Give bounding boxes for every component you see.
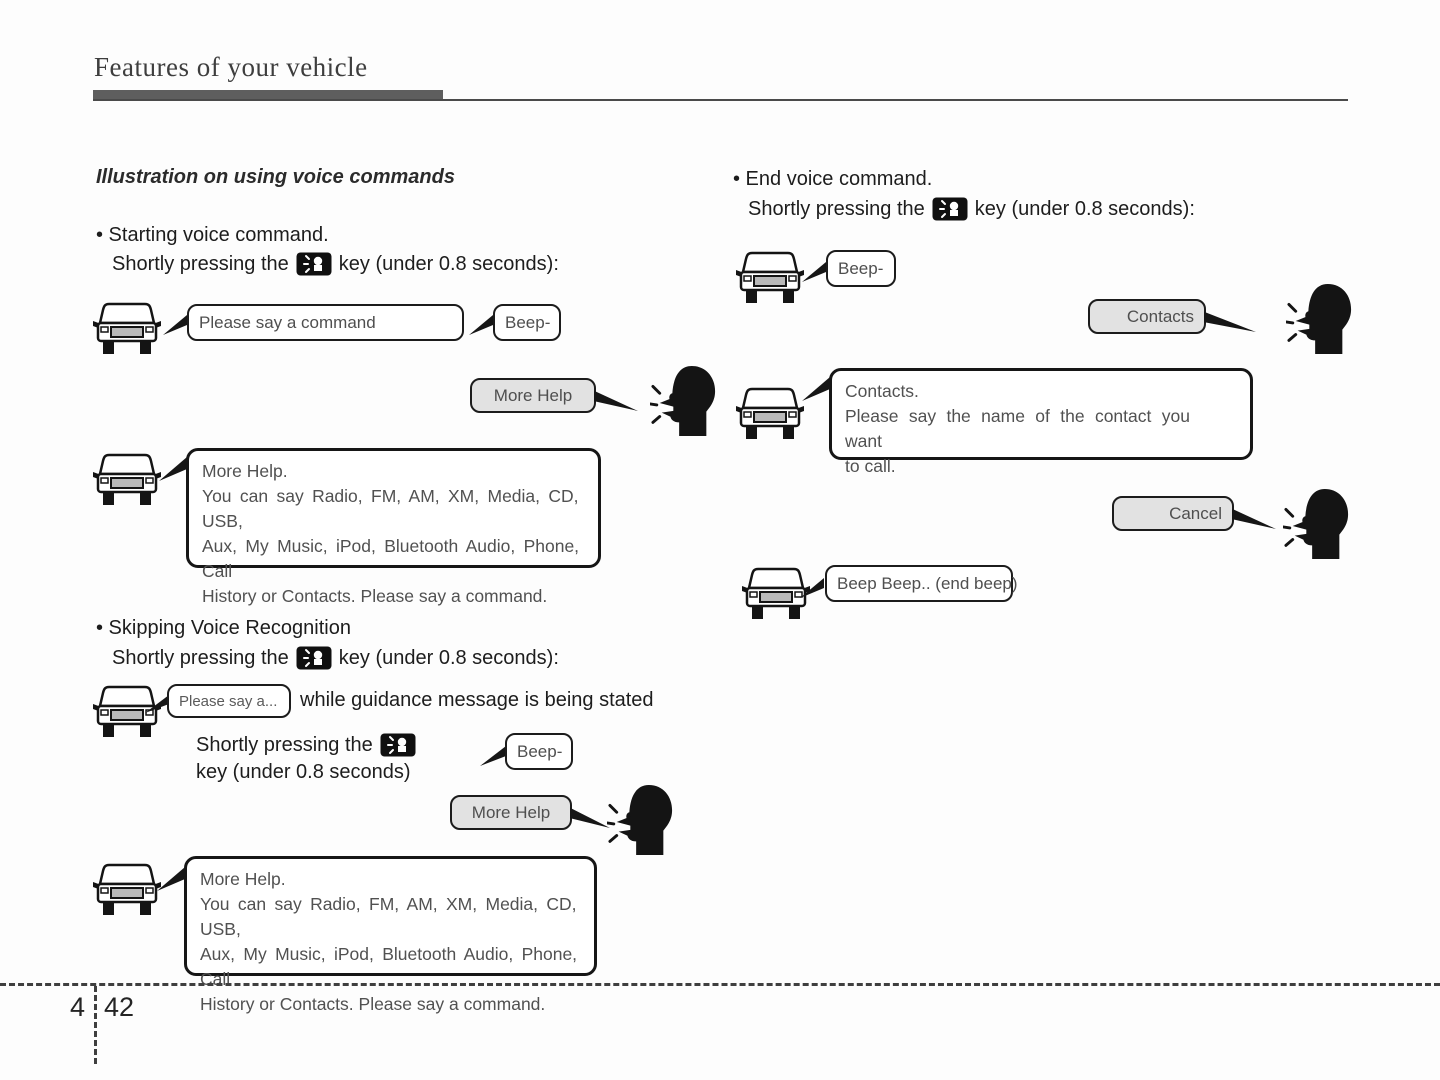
bubble-tail bbox=[802, 377, 830, 401]
bubble-tail bbox=[469, 315, 493, 335]
press-text-pre: Shortly pressing the bbox=[196, 733, 373, 756]
voice-key-icon bbox=[296, 646, 332, 670]
press-text-post: key (under 0.8 seconds): bbox=[974, 197, 1195, 220]
car-front-icon bbox=[92, 684, 162, 740]
car-front-icon bbox=[92, 862, 162, 918]
bubble-tail bbox=[594, 390, 638, 411]
bubble-more-help: More Help bbox=[450, 795, 572, 830]
talking-head-icon bbox=[1286, 282, 1354, 356]
bubble-tail bbox=[1204, 311, 1256, 332]
bubble-contacts: Contacts bbox=[1088, 299, 1206, 334]
talking-head-icon bbox=[650, 364, 718, 438]
starting-press-instruction: Shortly pressing the key (under 0.8 seco… bbox=[112, 252, 559, 276]
page-title: Features of your vehicle bbox=[94, 52, 368, 82]
box-line: More Help. bbox=[200, 869, 286, 889]
skipping-section-title: • Skipping Voice Recognition bbox=[96, 617, 351, 639]
press-text-pre: Shortly pressing the bbox=[748, 197, 925, 220]
bubble-beep: Beep- bbox=[493, 304, 561, 341]
box-line: History or Contacts. Please say a comman… bbox=[200, 994, 546, 1014]
skipping-press-instruction: Shortly pressing the key (under 0.8 seco… bbox=[112, 646, 559, 670]
skipping-inner-press-line1: Shortly pressing the bbox=[196, 733, 416, 757]
bubble-tail bbox=[159, 457, 187, 481]
box-line: More Help. bbox=[202, 461, 288, 481]
car-front-icon bbox=[735, 250, 805, 306]
bubble-tail bbox=[163, 315, 187, 335]
skipping-inner-press-line2: key (under 0.8 seconds) bbox=[196, 761, 411, 783]
bubble-tail bbox=[1232, 508, 1276, 529]
guidance-box-more-help: More Help. You can say Radio, FM, AM, XM… bbox=[184, 856, 597, 1014]
car-front-icon bbox=[735, 386, 805, 442]
bubble-please-say-a: Please say a... bbox=[167, 684, 291, 718]
press-text-pre: Shortly pressing the bbox=[112, 646, 289, 669]
bubble-tail bbox=[570, 807, 610, 828]
while-guidance-text: while guidance message is being stated bbox=[300, 689, 654, 711]
starting-section-title: • Starting voice command. bbox=[96, 224, 329, 246]
talking-head-icon bbox=[607, 783, 675, 857]
box-line: Please say the name of the contact you w… bbox=[845, 406, 1190, 451]
bubble-more-help: More Help bbox=[470, 378, 596, 413]
car-front-icon bbox=[92, 301, 162, 357]
bubble-tail bbox=[480, 746, 506, 766]
car-front-icon bbox=[92, 452, 162, 508]
voice-key-icon bbox=[296, 252, 332, 276]
talking-head-icon bbox=[1283, 487, 1351, 561]
footer-dashed-divider bbox=[94, 986, 97, 1064]
box-line: You can say Radio, FM, AM, XM, Media, CD… bbox=[200, 894, 577, 939]
press-text-post: key (under 0.8 seconds): bbox=[338, 252, 559, 275]
box-line: Aux, My Music, iPod, Bluetooth Audio, Ph… bbox=[202, 536, 580, 581]
guidance-box-contacts: Contacts. Please say the name of the con… bbox=[829, 368, 1253, 476]
press-text-post: key (under 0.8 seconds): bbox=[338, 646, 559, 669]
illustration-heading: Illustration on using voice commands bbox=[96, 166, 455, 188]
ending-section-title: • End voice command. bbox=[733, 168, 933, 190]
voice-key-icon bbox=[380, 733, 416, 757]
header-bar bbox=[93, 90, 443, 101]
header-rule bbox=[93, 99, 1348, 101]
bubble-please-say-command: Please say a command bbox=[187, 304, 464, 341]
guidance-box-more-help: More Help. You can say Radio, FM, AM, XM… bbox=[186, 448, 601, 606]
section-number: 4 bbox=[70, 992, 86, 1022]
box-line: History or Contacts. Please say a comman… bbox=[202, 586, 548, 606]
press-text-pre: Shortly pressing the bbox=[112, 252, 289, 275]
bubble-tail bbox=[802, 262, 826, 282]
ending-press-instruction: Shortly pressing the key (under 0.8 seco… bbox=[748, 197, 1195, 221]
box-line: to call. bbox=[845, 456, 896, 476]
bubble-end-beep: Beep Beep.. (end beep) bbox=[825, 565, 1018, 602]
box-line: Contacts. bbox=[845, 381, 919, 401]
bubble-beep: Beep- bbox=[826, 250, 896, 287]
bubble-beep: Beep- bbox=[505, 733, 573, 770]
car-front-icon bbox=[741, 566, 811, 622]
box-line: You can say Radio, FM, AM, XM, Media, CD… bbox=[202, 486, 579, 531]
bubble-cancel: Cancel bbox=[1112, 496, 1234, 531]
footer-dashed-rule bbox=[0, 983, 1440, 986]
page-number: 42 bbox=[104, 992, 135, 1022]
voice-key-icon bbox=[932, 197, 968, 221]
